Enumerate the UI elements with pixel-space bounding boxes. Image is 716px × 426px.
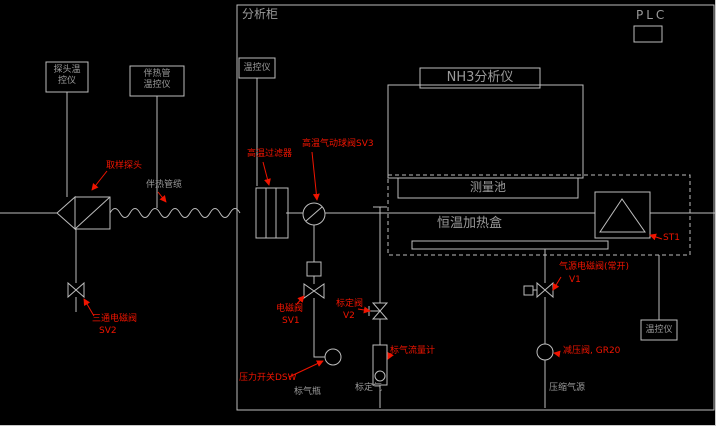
- pressure-switch-annotation: 压力开关DSW: [239, 373, 297, 383]
- calibration-flowmeter: [373, 345, 387, 385]
- air-solenoid-valve-v1: [524, 283, 553, 297]
- pressure-switch-dsw: [325, 349, 341, 365]
- tee-junction: [373, 207, 387, 213]
- v2-leader: [358, 306, 371, 314]
- analyzer-label: NH3分析仪: [446, 70, 514, 85]
- analyzer-body: [388, 85, 583, 178]
- plc-box: [634, 26, 662, 42]
- regulator-annotation: 减压阀, GR20: [563, 346, 621, 356]
- cal-bottle-label: 标气瓶: [294, 387, 322, 397]
- filter-annotation: 高温过滤器: [247, 149, 293, 159]
- solenoid-valve-sv1: [304, 262, 324, 298]
- trace-temp-controller-label: 伴热管温控仪: [143, 69, 171, 91]
- cabinet-title: 分析柜: [242, 7, 279, 21]
- calibration-valve-v2: [369, 303, 387, 319]
- heat-trace-line: [110, 209, 240, 218]
- st1-leader: [649, 233, 662, 241]
- measurement-cell-box: [398, 178, 578, 198]
- dsw-line: [314, 298, 325, 357]
- air-source-label: 压缩气源: [549, 383, 586, 393]
- measurement-cell-label: 测量池: [469, 180, 506, 194]
- sv2-leader: [83, 298, 94, 316]
- eductor-st1: [595, 192, 650, 238]
- plc-label: PLC: [636, 8, 668, 22]
- cal-gas-label: 标定气: [355, 383, 383, 393]
- trace-cable-annotation: 伴热管缆: [146, 180, 183, 190]
- gr20-leader: [553, 350, 561, 358]
- v1-tag: V1: [569, 275, 581, 285]
- probe-temp-controller-label: 探头温控仪: [53, 65, 81, 87]
- three-way-valve-sv2: [68, 283, 84, 297]
- pressure-regulator-gr20: [537, 344, 553, 360]
- analyzer-title-box: [420, 68, 540, 88]
- heater-element: [412, 241, 608, 249]
- heating-box-label: 恒温加热盒: [437, 216, 503, 231]
- v2-tag: V2: [343, 311, 355, 321]
- flowmeter-leader: [388, 351, 394, 360]
- sampling-probe: [57, 197, 110, 229]
- filter-leader: [263, 162, 271, 186]
- sv1-tag: SV1: [282, 316, 300, 326]
- v1-annotation: 气源电磁阀(常开): [559, 262, 630, 272]
- high-temp-filter: [256, 188, 288, 238]
- trace-cable-leader: [158, 192, 167, 203]
- ball-valve-sv3: [303, 203, 325, 225]
- dsw-leader: [289, 360, 324, 377]
- heating-box-dashed: [388, 175, 690, 255]
- sv1-annotation: 电磁阀: [276, 304, 304, 314]
- heater-temp-controller-label: 温控仪: [645, 325, 673, 335]
- cabinet-outline: [237, 5, 714, 410]
- sv1-leader: [296, 295, 305, 305]
- v1-leader: [552, 277, 561, 291]
- sv3-leader: [312, 152, 320, 201]
- sv2-annotation: 三通电磁阀: [92, 314, 138, 324]
- probe-leader: [91, 171, 107, 191]
- filter-temp-controller-label: 温控仪: [243, 63, 271, 73]
- sv3-annotation: 高温气动球阀SV3: [302, 139, 374, 149]
- flowmeter-annotation: 标气流量计: [390, 346, 436, 356]
- probe-annotation: 取样探头: [106, 161, 143, 171]
- v2-annotation: 标定阀: [336, 299, 364, 309]
- st1-annotation: ST1: [663, 233, 680, 243]
- sv2-tag: SV2: [99, 326, 117, 336]
